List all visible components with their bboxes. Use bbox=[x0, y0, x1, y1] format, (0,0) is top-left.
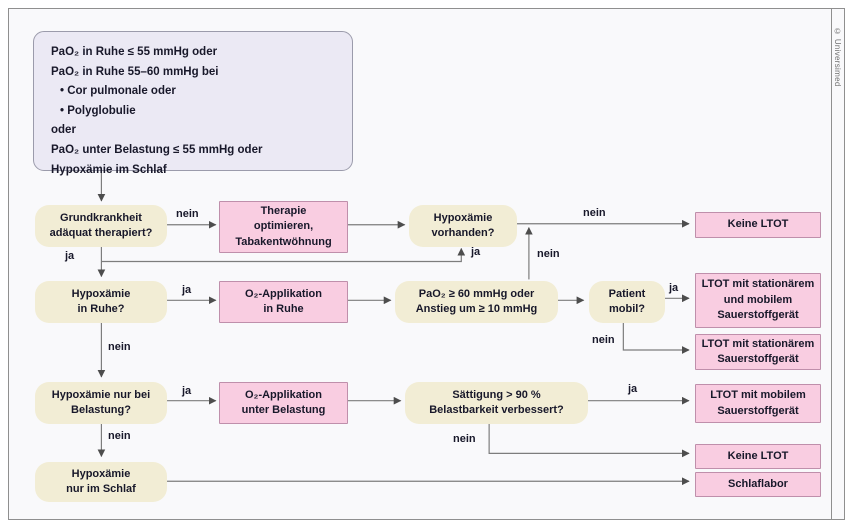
edge-label-nein: nein bbox=[583, 207, 606, 219]
node-line: nur im Schlaf bbox=[66, 483, 136, 495]
node-line: vorhanden? bbox=[431, 227, 495, 239]
node-line: Hypoxämie bbox=[71, 287, 131, 300]
action-o2-applikation-belastung: O₂-Applikation unter Belastung bbox=[219, 382, 348, 424]
node-line: Sauerstoffgerät bbox=[717, 309, 799, 322]
edge-label-nein: nein bbox=[453, 433, 476, 445]
action-schlaflabor: Schlaflabor bbox=[695, 472, 821, 497]
node-line: Belastbarkeit verbessert? bbox=[429, 404, 564, 416]
action-ltot-mobil: LTOT mit mobilem Sauerstoffgerät bbox=[695, 384, 821, 423]
node-line: Belastung? bbox=[71, 404, 131, 416]
decision-saettigung: Sättigung > 90 % Belastbarkeit verbesser… bbox=[405, 382, 588, 424]
criteria-line: oder bbox=[51, 124, 76, 137]
node-line: Hypoxämie bbox=[71, 467, 131, 480]
node-line: O₂-Applikation bbox=[245, 388, 322, 401]
node-line: in Ruhe bbox=[263, 303, 304, 315]
node-line: in Ruhe? bbox=[77, 303, 125, 315]
criteria-bullet: • Cor pulmonale oder bbox=[60, 85, 176, 98]
criteria-line: PaO₂ unter Belastung ≤ 55 mmHg oder bbox=[51, 143, 263, 156]
edge-label-nein: nein bbox=[537, 248, 560, 260]
action-o2-applikation-ruhe: O₂-Applikation in Ruhe bbox=[219, 281, 348, 323]
edge-label-ja: ja bbox=[628, 383, 638, 395]
decision-pao2-60: PaO₂ ≥ 60 mmHg oder Anstieg um ≥ 10 mmHg bbox=[395, 281, 558, 323]
node-line: Anstieg um ≥ 10 mmHg bbox=[415, 303, 538, 315]
node-line: mobil? bbox=[608, 303, 646, 315]
node-line: LTOT mit stationärem bbox=[701, 337, 815, 350]
node-line: Sättigung > 90 % bbox=[452, 388, 541, 401]
criteria-line: Hypoxämie im Schlaf bbox=[51, 163, 167, 176]
decision-hypoxaemie-vorhanden: Hypoxämie vorhanden? bbox=[409, 205, 517, 247]
action-therapie-optimieren: Therapie optimieren, Tabakentwöhnung bbox=[219, 201, 348, 253]
node-line: unter Belastung bbox=[241, 404, 326, 416]
node-line: Hypoxämie bbox=[433, 211, 493, 224]
node-line: Keine LTOT bbox=[727, 449, 789, 462]
decision-hypoxaemie-in-ruhe: Hypoxämie in Ruhe? bbox=[35, 281, 167, 323]
node-line: LTOT mit mobilem bbox=[710, 389, 806, 401]
node-line: Sauerstoffgerät bbox=[717, 353, 799, 365]
criteria-line: PaO₂ in Ruhe ≤ 55 mmHg oder bbox=[51, 46, 218, 58]
node-line: Sauerstoffgerät bbox=[717, 404, 799, 417]
diagram-frame: PaO₂ in Ruhe ≤ 55 mmHg oder PaO₂ in Ruhe… bbox=[8, 8, 845, 520]
node-line: O₂-Applikation bbox=[245, 287, 322, 300]
criteria-box: PaO₂ in Ruhe ≤ 55 mmHg oder PaO₂ in Ruhe… bbox=[33, 31, 353, 176]
action-ltot-stationaer: LTOT mit stationärem Sauerstoffgerät bbox=[695, 334, 821, 370]
criteria-line: PaO₂ in Ruhe 55–60 mmHg bei bbox=[51, 65, 219, 78]
action-ltot-stationaer-mobil: LTOT mit stationärem und mobilem Sauerst… bbox=[695, 273, 821, 328]
node-line: und mobilem bbox=[723, 293, 793, 306]
action-keine-ltot-oben: Keine LTOT bbox=[695, 212, 821, 238]
node-line: Keine LTOT bbox=[727, 218, 789, 231]
criteria-bullet: • Polyglobulie bbox=[60, 104, 136, 117]
edge-label-ja: ja bbox=[471, 246, 481, 258]
edge-label-ja: ja bbox=[182, 284, 192, 296]
copyright-text: © Universimed bbox=[833, 27, 842, 87]
node-line: Therapie bbox=[260, 204, 307, 217]
node-line: optimieren, bbox=[253, 220, 314, 233]
node-line: Hypoxämie nur bei bbox=[51, 388, 151, 401]
node-line: Patient bbox=[608, 287, 646, 300]
node-line: Grundkrankheit bbox=[60, 211, 142, 224]
node-line: Schlaflabor bbox=[728, 477, 788, 490]
edge-label-ja: ja bbox=[669, 282, 679, 294]
decision-hypoxaemie-schlaf: Hypoxämie nur im Schlaf bbox=[35, 462, 167, 502]
edge-label-nein: nein bbox=[176, 208, 199, 220]
action-keine-ltot-unten: Keine LTOT bbox=[695, 444, 821, 469]
edge-label-nein: nein bbox=[108, 341, 131, 353]
decision-patient-mobil: Patient mobil? bbox=[589, 281, 665, 323]
edge-label-ja: ja bbox=[65, 250, 75, 262]
edge-label-nein: nein bbox=[108, 430, 131, 442]
decision-hypoxaemie-belastung: Hypoxämie nur bei Belastung? bbox=[35, 382, 167, 424]
copyright-strip: © Universimed bbox=[831, 9, 844, 519]
node-line: PaO₂ ≥ 60 mmHg oder bbox=[418, 287, 535, 300]
node-line: LTOT mit stationärem bbox=[701, 278, 815, 291]
node-line: adäquat therapiert? bbox=[49, 227, 153, 239]
decision-grundkrankheit: Grundkrankheit adäquat therapiert? bbox=[35, 205, 167, 247]
node-line: Tabakentwöhnung bbox=[235, 235, 332, 248]
edge-label-ja: ja bbox=[182, 385, 192, 397]
edge-label-nein: nein bbox=[592, 334, 615, 346]
